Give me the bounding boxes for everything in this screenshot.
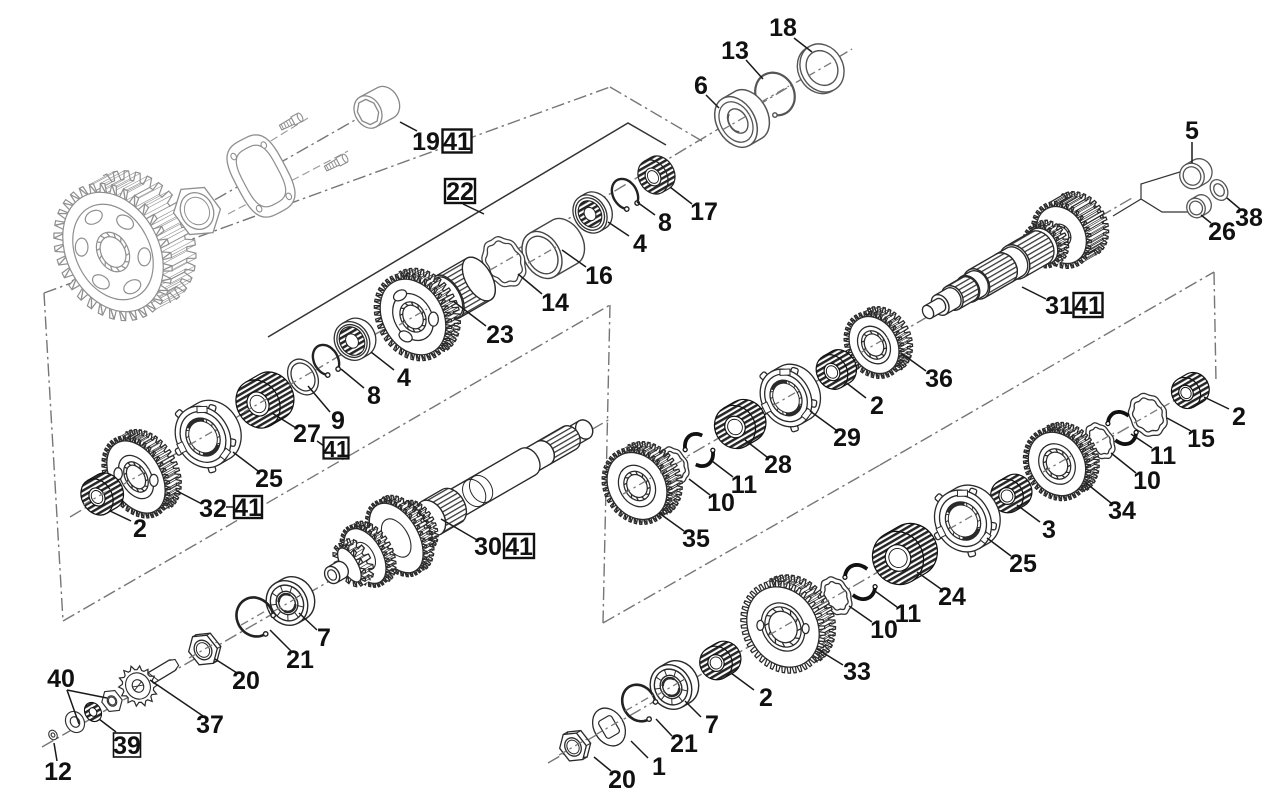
svg-text:25: 25 — [255, 465, 283, 493]
svg-text:33: 33 — [843, 658, 871, 686]
svg-text:24: 24 — [938, 583, 966, 611]
svg-text:10: 10 — [870, 616, 898, 644]
svg-text:41: 41 — [1074, 292, 1102, 320]
svg-text:20: 20 — [232, 667, 260, 695]
svg-text:9: 9 — [331, 407, 345, 435]
svg-text:38: 38 — [1235, 204, 1263, 232]
svg-text:39: 39 — [113, 732, 141, 760]
svg-text:7: 7 — [317, 624, 331, 652]
svg-text:26: 26 — [1208, 218, 1236, 246]
svg-text:13: 13 — [721, 37, 749, 65]
svg-text:1: 1 — [652, 753, 666, 781]
svg-text:20: 20 — [608, 766, 636, 794]
svg-text:32: 32 — [199, 495, 227, 523]
svg-text:27: 27 — [293, 420, 321, 448]
svg-text:15: 15 — [1187, 425, 1215, 453]
svg-text:11: 11 — [1150, 442, 1177, 470]
svg-text:34: 34 — [1108, 497, 1136, 525]
svg-text:41: 41 — [323, 436, 349, 462]
svg-text:11: 11 — [895, 600, 922, 628]
svg-text:40: 40 — [47, 665, 75, 693]
svg-text:3: 3 — [1042, 516, 1056, 544]
svg-text:25: 25 — [1009, 550, 1037, 578]
svg-text:7: 7 — [705, 711, 719, 739]
svg-text:8: 8 — [658, 209, 672, 237]
svg-text:10: 10 — [707, 489, 735, 517]
svg-text:2: 2 — [1232, 403, 1246, 431]
svg-text:41: 41 — [443, 128, 471, 156]
svg-text:16: 16 — [585, 262, 613, 290]
svg-text:14: 14 — [541, 289, 569, 317]
svg-text:5: 5 — [1185, 117, 1199, 145]
svg-text:10: 10 — [1133, 467, 1161, 495]
svg-text:30: 30 — [474, 533, 502, 561]
svg-text:18: 18 — [769, 14, 797, 42]
svg-text:2: 2 — [759, 684, 773, 712]
svg-text:37: 37 — [196, 711, 224, 739]
svg-text:6: 6 — [694, 72, 708, 100]
svg-text:35: 35 — [682, 525, 710, 553]
svg-text:41: 41 — [505, 533, 533, 561]
svg-text:21: 21 — [286, 646, 314, 674]
svg-text:19: 19 — [412, 128, 440, 156]
svg-text:12: 12 — [44, 758, 72, 786]
svg-text:29: 29 — [833, 424, 861, 452]
svg-text:11: 11 — [731, 471, 758, 499]
svg-text:22: 22 — [446, 178, 474, 206]
svg-text:17: 17 — [690, 198, 718, 226]
svg-text:41: 41 — [234, 494, 262, 522]
svg-text:4: 4 — [633, 230, 647, 258]
svg-text:36: 36 — [925, 365, 953, 393]
svg-text:4: 4 — [397, 364, 411, 392]
svg-text:21: 21 — [670, 730, 698, 758]
svg-text:2: 2 — [870, 392, 884, 420]
svg-text:23: 23 — [486, 321, 514, 349]
svg-text:8: 8 — [367, 382, 381, 410]
svg-text:31: 31 — [1045, 292, 1073, 320]
svg-text:28: 28 — [764, 451, 792, 479]
svg-text:2: 2 — [133, 515, 147, 543]
